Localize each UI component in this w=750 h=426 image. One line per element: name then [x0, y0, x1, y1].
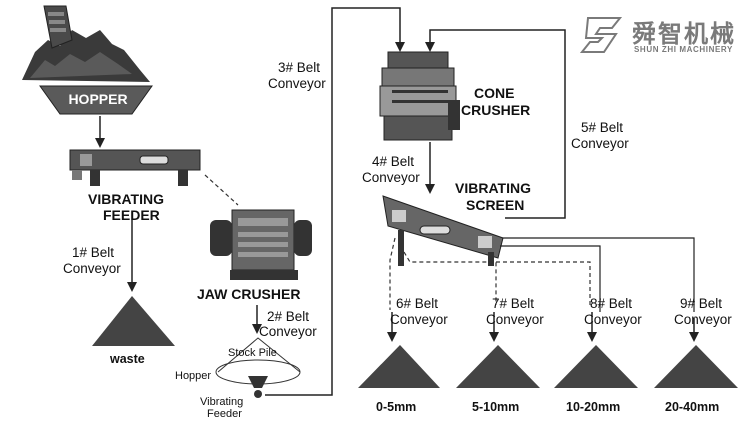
vibrating-screen-label-2: SCREEN — [466, 197, 525, 213]
conveyor-2-label-1: 2# Belt — [267, 309, 310, 324]
conveyor-1-label-1: 1# Belt — [72, 245, 115, 260]
conveyor-5-line — [425, 29, 566, 219]
product-label-3: 10-20mm — [566, 400, 621, 414]
brand-name-en: SHUN ZHI MACHINERY — [634, 45, 733, 54]
conveyor-5-label-1: 5# Belt — [581, 120, 624, 135]
raw-material-pile — [22, 5, 150, 82]
product-label-2: 5-10mm — [472, 400, 520, 414]
product-pile-4 — [654, 345, 738, 388]
product-pile-2 — [456, 345, 540, 388]
jaw-crusher-label: JAW CRUSHER — [197, 286, 301, 302]
conveyor-4-label-1: 4# Belt — [372, 154, 415, 169]
feeder-label-1: VIBRATING — [88, 191, 164, 207]
product-label-4: 20-40mm — [665, 400, 720, 414]
product-pile-1 — [358, 345, 440, 388]
feeder-label-2: FEEDER — [103, 207, 160, 223]
conveyor-9-label-2: Conveyor — [674, 312, 732, 327]
conveyor-6-label-1: 6# Belt — [396, 296, 439, 311]
cone-crusher-label-1: CONE — [474, 85, 515, 101]
screen-output-solid — [500, 237, 695, 312]
conveyor-2-label-2: Conveyor — [259, 324, 317, 339]
stock-pile-group — [215, 337, 301, 398]
stock-pile-label: Stock Pile — [228, 347, 277, 359]
feeder-to-jaw-line — [204, 174, 239, 206]
conveyor-5-label-2: Conveyor — [571, 136, 629, 151]
conveyor-3-line — [265, 7, 405, 396]
jaw-crusher-machine — [210, 209, 312, 280]
conveyor-7-label-2: Conveyor — [486, 312, 544, 327]
stock-feeder-label-1: Vibrating — [200, 396, 244, 408]
product-pile-3 — [554, 345, 638, 388]
conveyor-8-label-2: Conveyor — [584, 312, 642, 327]
stock-feeder-label-2: Feeder — [207, 408, 242, 420]
conveyor-4-label-2: Conveyor — [362, 170, 420, 185]
conveyor-3-label-1: 3# Belt — [278, 60, 321, 75]
brand-logo-icon — [579, 17, 623, 53]
conveyor-7-label-1: 7# Belt — [492, 296, 535, 311]
conveyor-3-label-2: Conveyor — [268, 76, 326, 91]
hopper-shape — [39, 85, 153, 115]
waste-pile — [92, 296, 175, 346]
waste-label: waste — [110, 352, 145, 366]
vibrating-screen-label-1: VIBRATING — [455, 180, 531, 196]
vibrating-feeder-machine — [69, 149, 201, 186]
product-label-1: 0-5mm — [376, 400, 417, 414]
conveyor-arrows-6-9 — [387, 312, 699, 342]
hopper-label: HOPPER — [68, 91, 128, 107]
vibrating-screen-machine — [382, 195, 504, 266]
conveyor-6-label-2: Conveyor — [390, 312, 448, 327]
stock-hopper-label: Hopper — [175, 370, 212, 382]
cone-crusher-label-2: CRUSHER — [461, 102, 531, 118]
conveyor-8-label-1: 8# Belt — [590, 296, 633, 311]
conveyor-9-label-1: 9# Belt — [680, 296, 723, 311]
conveyor-1-label-2: Conveyor — [63, 261, 121, 276]
screen-output-lines — [389, 237, 591, 310]
brand-name-cn: 舜智机械 — [632, 20, 736, 48]
cone-crusher-machine — [379, 51, 460, 141]
